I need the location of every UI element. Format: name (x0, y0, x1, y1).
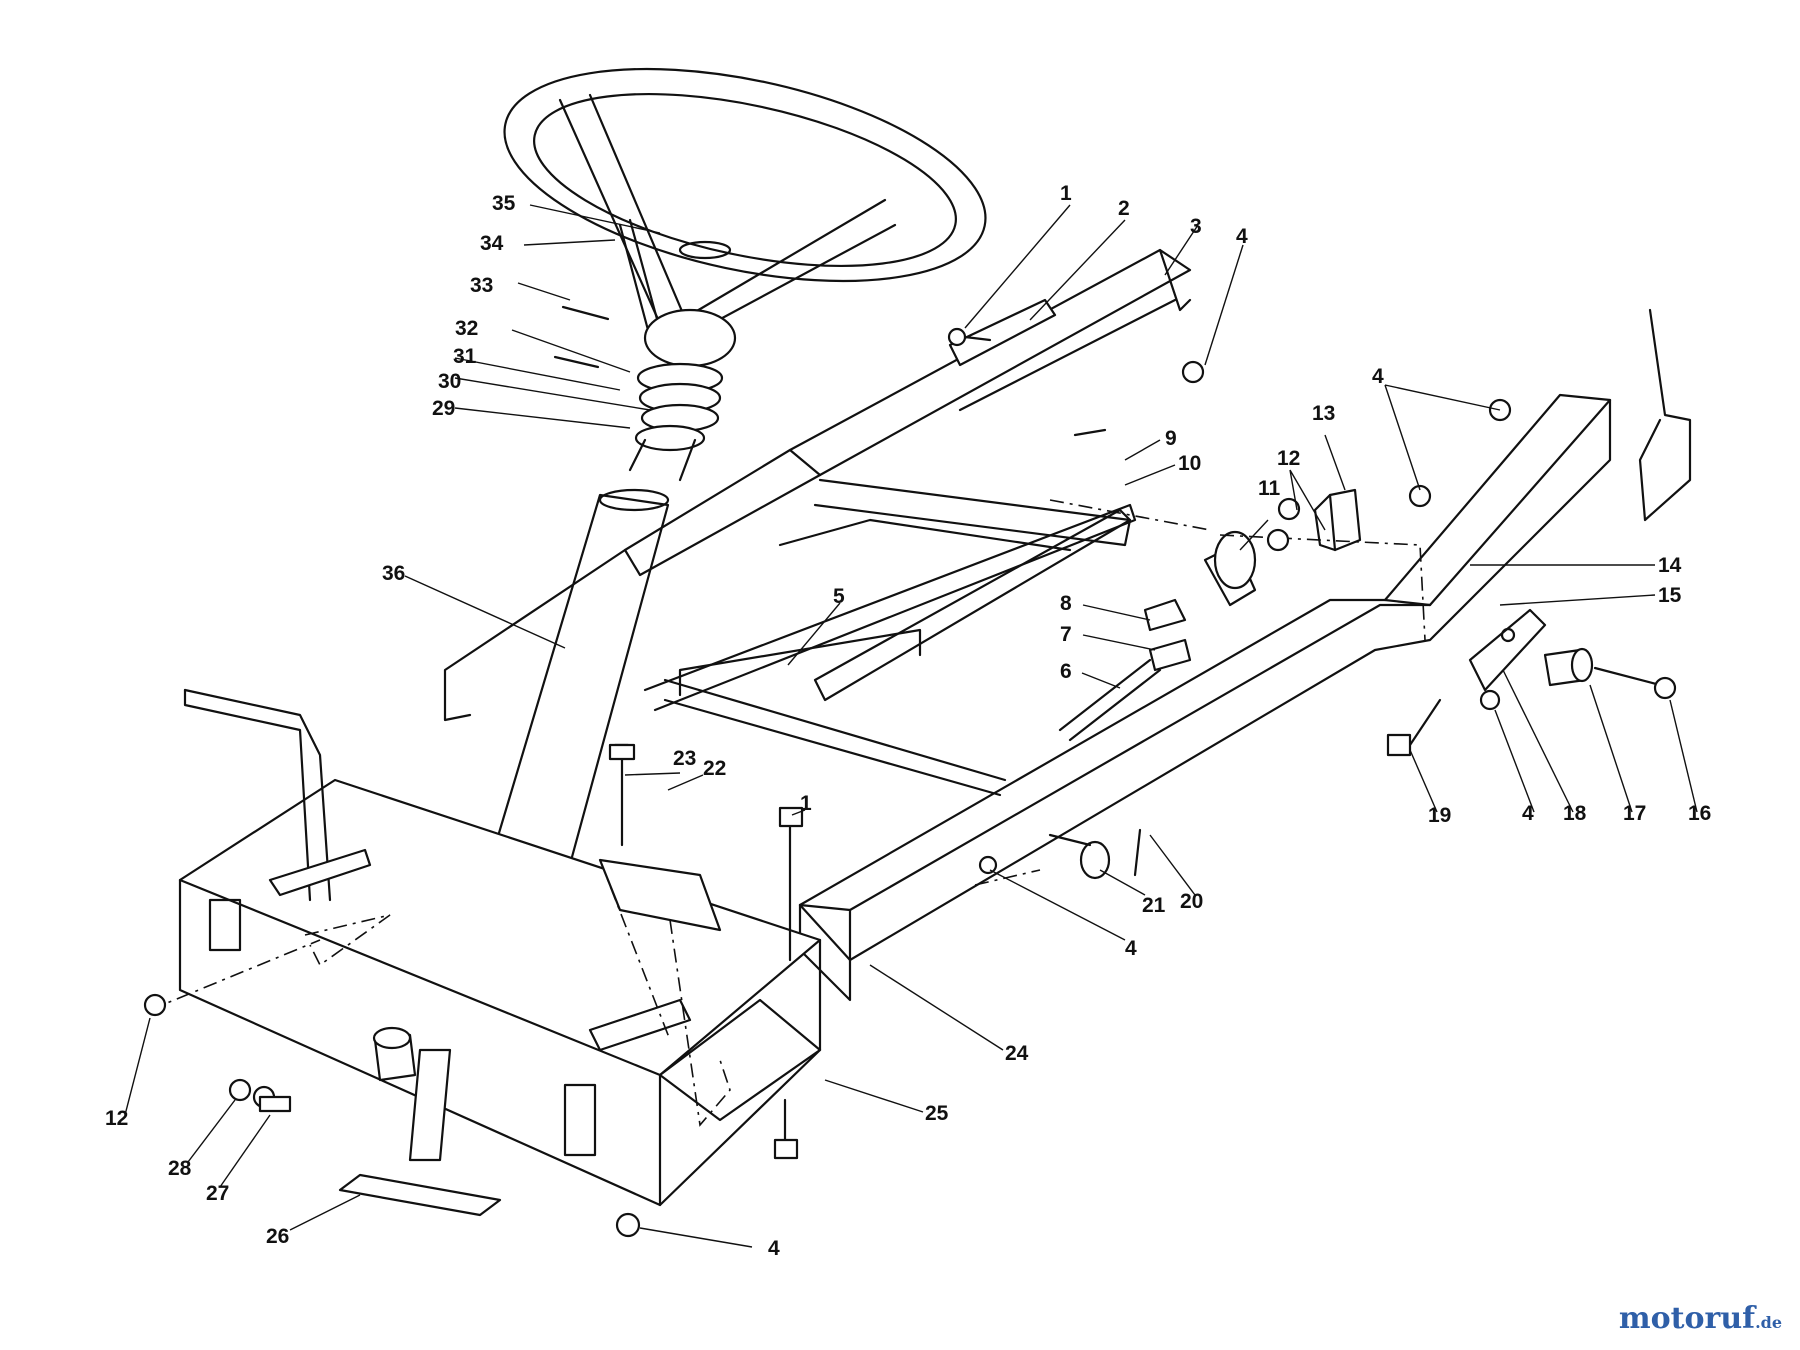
label-10: 10 (1178, 452, 1201, 475)
cross-members (643, 478, 1137, 712)
label-1b: 1 (800, 792, 812, 815)
label-9: 9 (1165, 427, 1177, 450)
label-6: 6 (1060, 660, 1072, 683)
label-22: 22 (703, 757, 726, 780)
watermark-suffix: .de (1755, 1313, 1782, 1332)
spacer-17 (1543, 647, 1594, 687)
label-24: 24 (1005, 1042, 1029, 1065)
label-13: 13 (1312, 402, 1335, 425)
pedal-box (178, 778, 822, 1207)
leader-lines (124, 204, 1698, 1248)
label-34: 34 (480, 232, 504, 255)
watermark-logo: motoruf.de (1619, 1301, 1782, 1336)
label-8: 8 (1060, 592, 1072, 615)
link-plate-18 (1468, 608, 1547, 692)
label-4a: 4 (1236, 225, 1248, 248)
support-26 (338, 1048, 502, 1217)
frame-main-right (798, 393, 1612, 1002)
label-35: 35 (492, 192, 516, 215)
label-30: 30 (438, 370, 461, 393)
label-12a: 12 (1277, 447, 1300, 470)
steering-column-parts (553, 305, 724, 482)
label-26: 26 (266, 1225, 289, 1248)
label-32: 32 (455, 317, 478, 340)
label-27: 27 (206, 1182, 229, 1205)
label-33: 33 (470, 274, 493, 297)
bolt-16 (1593, 666, 1677, 700)
bracket-13 (1313, 488, 1362, 552)
label-29: 29 (432, 397, 455, 420)
label-17: 17 (1623, 802, 1646, 825)
label-31: 31 (453, 345, 477, 368)
pedal-left (183, 688, 372, 902)
part-labels: 1 2 3 4 35 34 33 32 31 30 29 9 10 11 12 … (105, 182, 1711, 1260)
label-4b: 4 (1372, 365, 1384, 388)
label-4c: 4 (1522, 802, 1534, 825)
label-15: 15 (1658, 584, 1682, 607)
label-18: 18 (1563, 802, 1587, 825)
link-parts-6-8 (1058, 598, 1192, 742)
label-19: 19 (1428, 804, 1451, 827)
knob (372, 1026, 417, 1082)
pedal-right (588, 858, 722, 1052)
rod-5 (663, 678, 1007, 797)
label-12b: 12 (105, 1107, 128, 1130)
label-1a: 1 (1060, 182, 1072, 205)
label-3: 3 (1190, 215, 1202, 238)
label-23: 23 (673, 747, 696, 770)
fasteners (143, 327, 1512, 1238)
label-14: 14 (1658, 554, 1682, 577)
bracket-2 (948, 298, 1057, 367)
label-28: 28 (168, 1157, 192, 1180)
label-7: 7 (1060, 623, 1072, 646)
label-2: 2 (1118, 197, 1130, 220)
label-16: 16 (1688, 802, 1711, 825)
label-21: 21 (1142, 894, 1166, 917)
label-4d: 4 (1125, 937, 1137, 960)
plate-25 (658, 998, 822, 1122)
lever-11 (1203, 530, 1257, 607)
steering-wheel (503, 67, 987, 368)
label-25: 25 (925, 1102, 949, 1125)
watermark-main: motoruf (1618, 1301, 1756, 1336)
frame-rear-upright (1638, 308, 1692, 522)
label-4e: 4 (768, 1237, 780, 1260)
label-36: 36 (382, 562, 405, 585)
label-5: 5 (833, 585, 845, 608)
bolt-19 (1386, 698, 1442, 757)
label-11: 11 (1258, 477, 1281, 500)
washer-21 (1048, 833, 1111, 880)
label-20: 20 (1180, 890, 1203, 913)
